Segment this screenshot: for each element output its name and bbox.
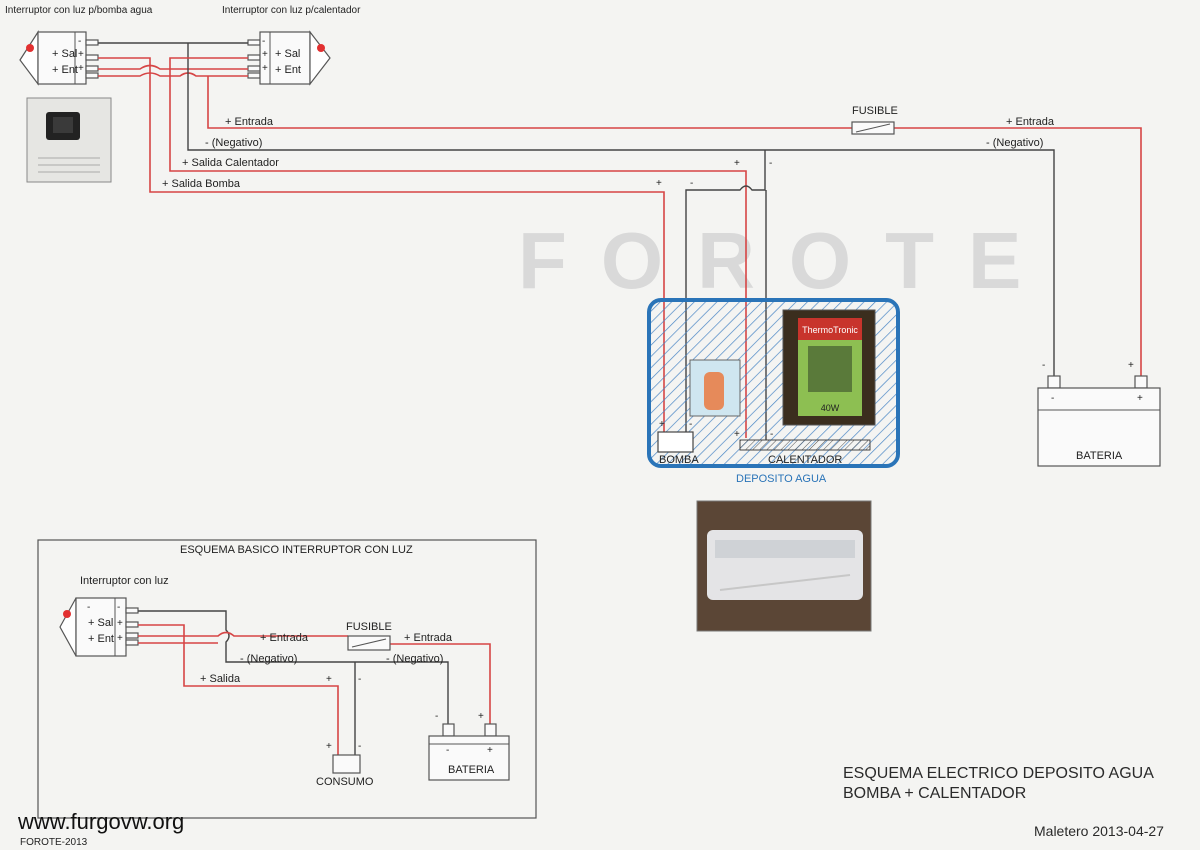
basic-wire-negativo: - (Negativo): [240, 653, 297, 665]
consumer-label: CONSUMO: [316, 776, 374, 788]
basic-switch-title: Interruptor con luz: [80, 575, 169, 587]
basic-diagram-frame: [37, 539, 537, 819]
switch-left: - + + + Sal + Ent: [19, 29, 99, 86]
diagram-title-line1: ESQUEMA ELECTRICO DEPOSITO AGUA: [843, 765, 1154, 782]
basic-wire-entrada-right: + Entrada: [404, 632, 453, 644]
wire-entrada-label: + Entrada: [225, 116, 274, 128]
pin-minus-label: -: [262, 36, 265, 47]
pump-box: [657, 431, 694, 453]
credit-text: FOROTE-2013: [20, 837, 88, 848]
polarity-mark: +: [734, 429, 740, 440]
polarity-mark: -: [689, 419, 692, 430]
pin-sal-label: + Sal: [275, 48, 300, 60]
wire-negativo-label: - (Negativo): [205, 137, 262, 149]
wire-salida-calentador-label: + Salida Calentador: [182, 157, 279, 169]
basic-diagram-title: ESQUEMA BASICO INTERRUPTOR CON LUZ: [180, 544, 413, 556]
pin-plus-label: +: [262, 63, 268, 74]
switch-right: - + + + Sal + Ent: [247, 30, 331, 86]
pin-minus-label: -: [117, 602, 120, 613]
pin-plus-label: +: [117, 618, 123, 629]
fuse-label: FUSIBLE: [852, 105, 898, 117]
pin-plus-label: +: [78, 49, 84, 60]
polarity-mark: +: [1128, 360, 1134, 371]
basic-fuse-label: FUSIBLE: [346, 621, 392, 633]
pin-minus-label: -: [78, 36, 81, 47]
wire-entrada-right-label: + Entrada: [1006, 116, 1055, 128]
battery-top: - + - + BATERIA: [1037, 360, 1161, 467]
wire-negativo-right-label: - (Negativo): [986, 137, 1043, 149]
battery-plus: +: [487, 745, 493, 756]
basic-switch: - + Sal + Ent - + +: [59, 597, 139, 657]
battery-minus: -: [446, 745, 449, 756]
switch-left-title: Interruptor con luz p/bomba agua: [5, 5, 153, 16]
pump-label: BOMBA: [659, 454, 699, 466]
heater-label: CALENTADOR: [768, 454, 842, 466]
switch-right-title: Interruptor con luz p/calentador: [222, 5, 361, 16]
tank-label: DEPOSITO AGUA: [736, 473, 827, 485]
pin-plus-label: +: [117, 633, 123, 644]
site-url: www.furgovw.org: [17, 809, 184, 834]
pin-ent-label: + Ent: [52, 64, 78, 76]
wire-salida-bomba-label: + Salida Bomba: [162, 178, 241, 190]
watermark-text: FOROTE: [518, 216, 1055, 305]
polarity-mark: +: [734, 158, 740, 169]
pump-icon: [704, 372, 724, 410]
pin-minus-label: -: [87, 602, 90, 613]
battery-plus: +: [1137, 393, 1143, 404]
basic-wire-negativo-right: - (Negativo): [386, 653, 443, 665]
author-date: Maletero 2013-04-27: [1034, 823, 1164, 839]
polarity-mark: -: [358, 674, 361, 685]
pin-plus-label: +: [78, 63, 84, 74]
polarity-mark: -: [358, 741, 361, 752]
battery-minus: -: [1051, 393, 1054, 404]
battery-basic: - + - + BATERIA: [428, 711, 510, 781]
polarity-mark: -: [770, 429, 773, 440]
tank-photo: [696, 500, 872, 632]
pin-sal-label: + Sal: [88, 617, 113, 629]
polarity-mark: -: [435, 711, 438, 722]
diagram-title-line2: BOMBA + CALENTADOR: [843, 785, 1026, 802]
pin-plus-label: +: [262, 49, 268, 60]
heater-brand: ThermoTronic: [802, 325, 858, 335]
polarity-mark: +: [478, 711, 484, 722]
polarity-mark: +: [326, 741, 332, 752]
polarity-mark: +: [656, 178, 662, 189]
basic-battery-label: BATERIA: [448, 764, 495, 776]
pin-sal-label: + Sal: [52, 48, 77, 60]
battery-label: BATERIA: [1076, 450, 1123, 462]
polarity-mark: -: [769, 158, 772, 169]
consumer: + - CONSUMO: [316, 741, 374, 788]
polarity-mark: +: [659, 419, 665, 430]
pin-ent-label: + Ent: [275, 64, 301, 76]
heater-watts: 40W: [821, 403, 840, 413]
polarity-mark: -: [1042, 360, 1045, 371]
pin-ent-label: + Ent: [88, 633, 114, 645]
polarity-mark: +: [326, 674, 332, 685]
basic-wire-entrada: + Entrada: [260, 632, 309, 644]
switch-photo: [26, 97, 112, 183]
indicator-light-icon: [26, 44, 34, 52]
indicator-light-icon: [317, 44, 325, 52]
heater-bar: [739, 439, 871, 451]
water-tank: ThermoTronic 40W BOMBA CALENTADOR + - + …: [647, 298, 900, 468]
polarity-mark: -: [690, 178, 693, 189]
basic-wire-salida: + Salida: [200, 673, 241, 685]
indicator-light-icon: [63, 610, 71, 618]
